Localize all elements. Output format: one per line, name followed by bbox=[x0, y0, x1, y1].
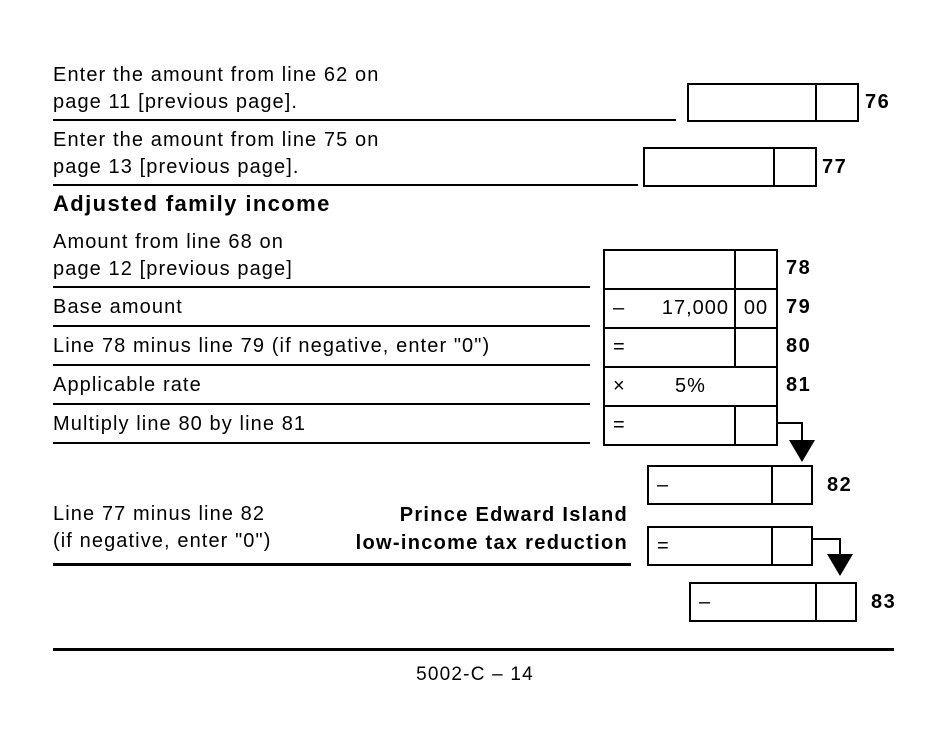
row-76-label-line2: page 11 [previous page]. bbox=[53, 91, 299, 113]
reduction-title: Prince Edward Island low-income tax redu… bbox=[288, 501, 628, 557]
field-80-cents[interactable] bbox=[736, 329, 776, 366]
row-multiply-label: Multiply line 80 by line 81 bbox=[53, 413, 307, 435]
line-number-82: 82 bbox=[827, 473, 853, 496]
line-number-79: 79 bbox=[786, 296, 812, 318]
row-78-label-line2: page 12 [previous page] bbox=[53, 258, 293, 280]
line-number-80: 80 bbox=[786, 335, 812, 357]
field-78-cents[interactable] bbox=[736, 251, 776, 288]
arrow-2-elbow-horizontal bbox=[813, 538, 841, 540]
line-number-78: 78 bbox=[786, 257, 812, 279]
field-81-operator: × bbox=[613, 375, 625, 397]
row-77-label-line2: page 13 [previous page]. bbox=[53, 156, 300, 178]
field-reduction-dollars[interactable] bbox=[649, 528, 773, 564]
row-81-rule bbox=[53, 403, 590, 405]
arrow-down-icon bbox=[789, 440, 815, 462]
field-83-box: – bbox=[689, 582, 857, 622]
field-reduction-cents-divider bbox=[771, 528, 773, 564]
line-number-77: 77 bbox=[822, 155, 848, 178]
field-77-cents-divider bbox=[773, 149, 775, 185]
footer-page-code: 5002-C – 14 bbox=[416, 664, 534, 685]
field-79-dollars: 17,000 bbox=[661, 297, 729, 319]
arrow-1-elbow-horizontal bbox=[778, 422, 803, 424]
field-82-operator: – bbox=[657, 473, 669, 496]
field-82-cents[interactable] bbox=[773, 467, 811, 503]
field-81-box: × 5% bbox=[603, 366, 778, 407]
field-83-cents-divider bbox=[815, 584, 817, 620]
footer-rule bbox=[53, 648, 894, 651]
row-79-label: Base amount bbox=[53, 296, 183, 318]
row-78-label-line1: Amount from line 68 on bbox=[53, 231, 284, 253]
field-82-cents-divider bbox=[771, 467, 773, 503]
row-78-rule bbox=[53, 286, 590, 288]
field-78-cents-divider bbox=[734, 251, 736, 288]
field-reduction-box: = bbox=[647, 526, 813, 566]
field-76-dollars[interactable] bbox=[689, 85, 817, 120]
arrow-1-elbow-vertical bbox=[801, 422, 803, 442]
field-76-box bbox=[687, 83, 859, 122]
field-77-dollars[interactable] bbox=[645, 149, 775, 185]
line-number-81: 81 bbox=[786, 374, 812, 396]
line-number-83: 83 bbox=[871, 590, 897, 613]
field-multiply-cents[interactable] bbox=[736, 407, 776, 444]
reduction-title-line2: low-income tax reduction bbox=[355, 532, 628, 554]
row-80-rule bbox=[53, 364, 590, 366]
field-79-cents-divider bbox=[734, 290, 736, 327]
arrow-down-icon bbox=[827, 554, 853, 576]
field-77-cents[interactable] bbox=[775, 149, 815, 185]
row-76-label-line1: Enter the amount from line 62 on bbox=[53, 64, 380, 86]
line-number-76: 76 bbox=[865, 91, 891, 113]
field-76-cents[interactable] bbox=[817, 85, 857, 120]
field-77-box bbox=[643, 147, 817, 187]
field-80-operator: = bbox=[613, 336, 625, 358]
field-82-box: – bbox=[647, 465, 813, 505]
row-76-label: Enter the amount from line 62 on page 11… bbox=[53, 62, 379, 116]
row-77-label-line1: Enter the amount from line 75 on bbox=[53, 129, 380, 151]
field-multiply-box: = bbox=[603, 405, 778, 446]
field-78-box bbox=[603, 249, 778, 290]
field-multiply-operator: = bbox=[613, 414, 625, 436]
row-reduction-label: Line 77 minus line 82 (if negative, ente… bbox=[53, 501, 271, 555]
row-reduction-label-line1: Line 77 minus line 82 bbox=[53, 503, 266, 525]
field-78-dollars[interactable] bbox=[605, 251, 736, 288]
field-79-operator: – bbox=[613, 297, 625, 319]
row-76-rule bbox=[53, 119, 676, 121]
field-76-cents-divider bbox=[815, 85, 817, 120]
row-77-rule bbox=[53, 184, 638, 186]
field-80-cents-divider bbox=[734, 329, 736, 366]
field-83-cents[interactable] bbox=[817, 584, 855, 620]
section-heading: Adjusted family income bbox=[53, 191, 331, 216]
field-83-dollars[interactable] bbox=[691, 584, 817, 620]
row-77-label: Enter the amount from line 75 on page 13… bbox=[53, 127, 379, 181]
field-79-cents: 00 bbox=[743, 297, 769, 319]
reduction-title-line1: Prince Edward Island bbox=[399, 504, 628, 526]
field-82-dollars[interactable] bbox=[649, 467, 773, 503]
row-81-label: Applicable rate bbox=[53, 374, 202, 396]
row-multiply-rule bbox=[53, 442, 590, 444]
row-reduction-rule bbox=[53, 563, 631, 566]
field-multiply-cents-divider bbox=[734, 407, 736, 444]
row-80-label: Line 78 minus line 79 (if negative, ente… bbox=[53, 335, 491, 357]
field-80-dollars[interactable] bbox=[605, 329, 736, 366]
field-81-rate: 5% bbox=[675, 375, 706, 397]
field-reduction-operator: = bbox=[657, 534, 669, 557]
field-80-box: = bbox=[603, 327, 778, 368]
field-reduction-cents[interactable] bbox=[773, 528, 811, 564]
row-reduction-label-line2: (if negative, enter "0") bbox=[53, 530, 272, 552]
row-78-label: Amount from line 68 on page 12 [previous… bbox=[53, 229, 293, 283]
field-multiply-dollars[interactable] bbox=[605, 407, 736, 444]
arrow-2-elbow-vertical bbox=[839, 538, 841, 556]
field-79-box: – 17,000 00 bbox=[603, 288, 778, 329]
row-79-rule bbox=[53, 325, 590, 327]
field-83-operator: – bbox=[699, 590, 711, 613]
